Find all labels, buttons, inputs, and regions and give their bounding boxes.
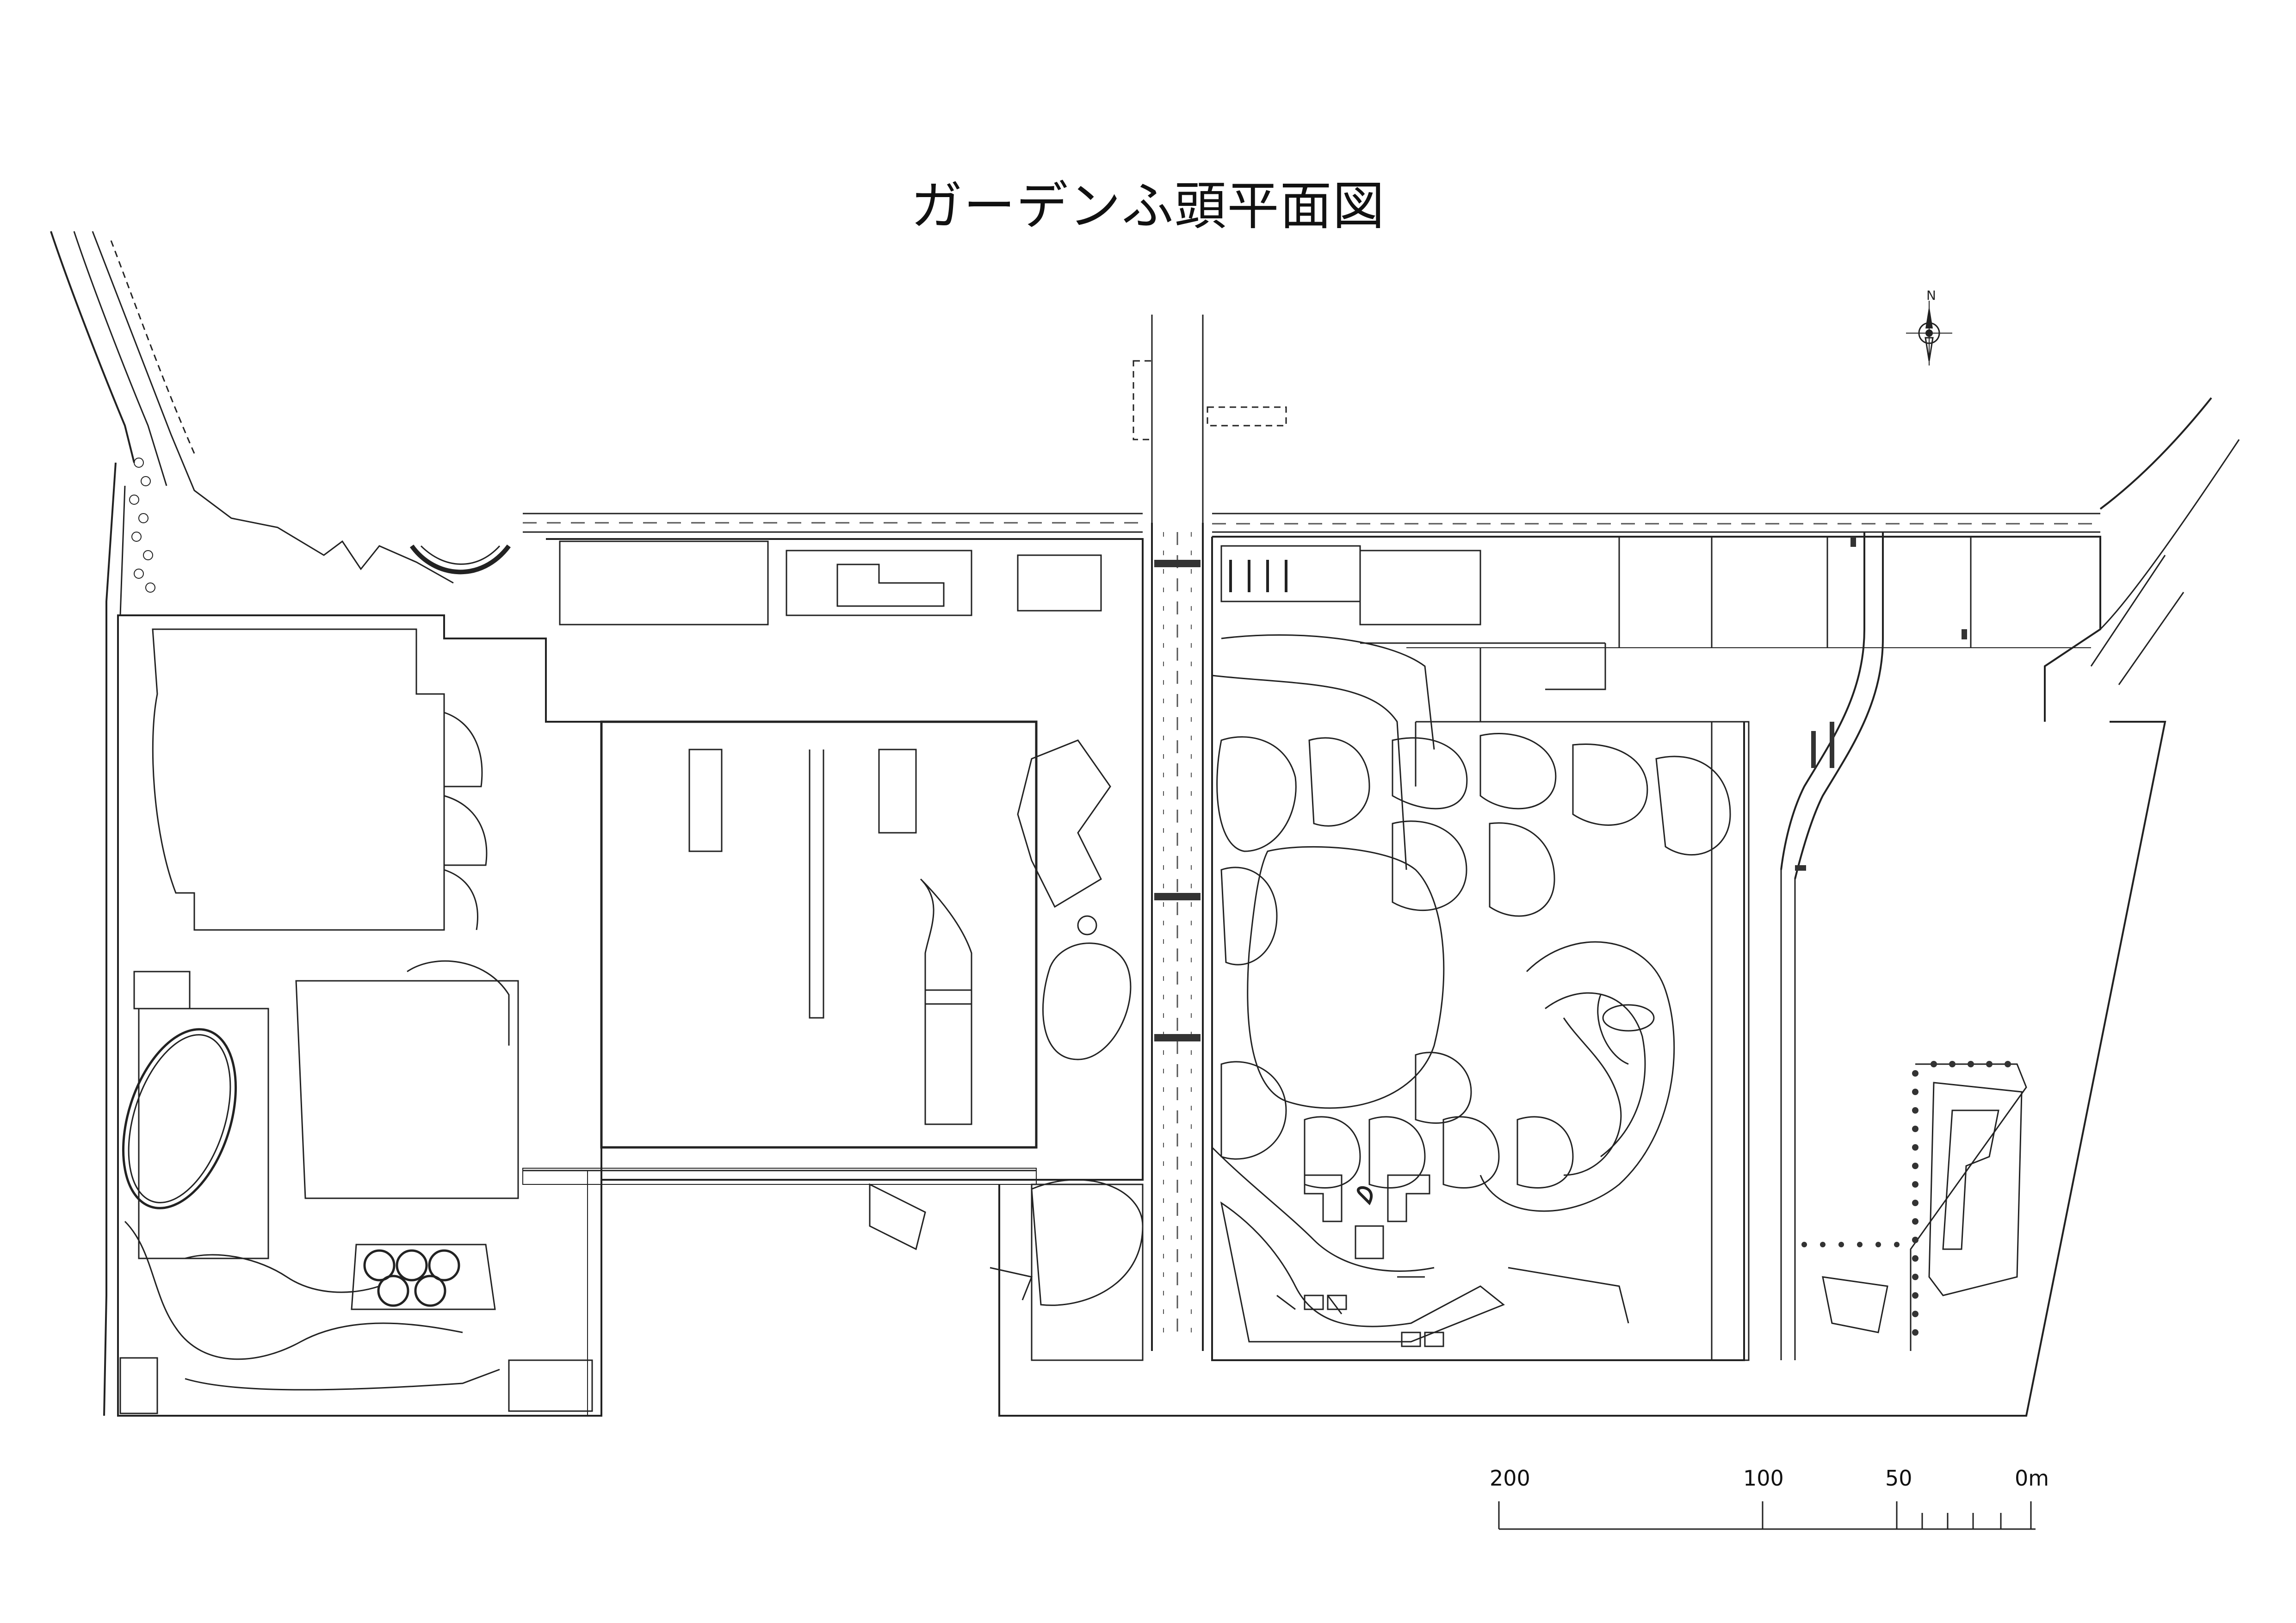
vertical-path [587,1171,602,1416]
nw-coastal-road [50,231,454,1416]
scale-label-50: 50 [1885,1466,1912,1491]
north-arrow-icon [1906,301,1952,365]
left-block [117,614,602,1417]
scale-bar [1498,1501,2036,1530]
map-title: ガーデンふ頭平面図 [910,176,1386,236]
arc-structure-inner [420,545,501,565]
east-parcel [998,397,2240,1417]
trees-along-road [129,458,155,593]
arc-structure [409,544,511,575]
central-block [522,538,1144,1361]
main-road [523,315,2100,1351]
north-label: N [1926,288,1936,303]
boundary-dots [1801,1061,2011,1336]
scale-label-100: 100 [1743,1466,1784,1491]
scale-label-0m: 0m [2015,1466,2049,1491]
scale-label-200: 200 [1490,1466,1530,1491]
ne-parcels [1212,532,2101,1360]
